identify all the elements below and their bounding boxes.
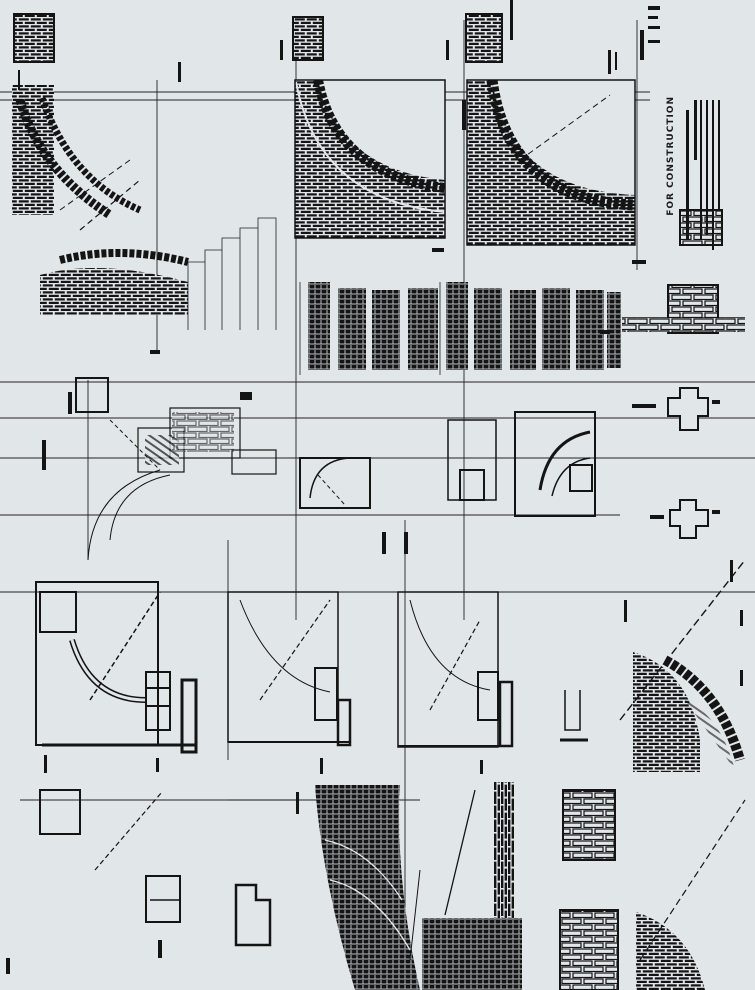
brick-block [465, 13, 503, 63]
brick-fan [633, 652, 700, 772]
brick-block [13, 13, 55, 63]
brick-strip-row [308, 282, 621, 370]
brick-block [559, 909, 619, 990]
brick-block [292, 16, 324, 61]
construction-stamp: FOR CONSTRUCTION [666, 96, 676, 216]
brick-mass [315, 785, 420, 990]
brick-block [562, 789, 616, 861]
